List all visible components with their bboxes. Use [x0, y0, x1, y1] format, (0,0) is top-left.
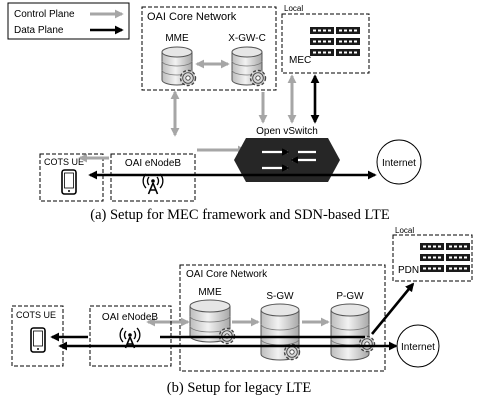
sgw-label: S-GW	[266, 291, 294, 302]
pgw-pdn-data-link	[370, 282, 415, 335]
antenna-icon-a	[142, 173, 164, 195]
enodeb-label-a: OAI eNodeB	[125, 158, 181, 169]
xgw-label: X-GW-C	[228, 33, 266, 44]
internet-node-a	[376, 139, 422, 185]
local-mec-box	[281, 13, 370, 74]
diagram-b: Local PDN OAI Core Network MME S-GW P-GW	[11, 226, 473, 396]
pgw-label: P-GW	[336, 291, 364, 302]
internet-label-a: Internet	[382, 158, 416, 169]
core-network-label-a: OAI Core Network	[147, 11, 237, 23]
pgw-database-icon	[330, 303, 376, 361]
legend-control-plane: Control Plane	[14, 9, 75, 20]
phone-icon-b	[30, 327, 46, 353]
xgw-database-icon	[231, 46, 267, 87]
internet-node-b	[396, 324, 440, 368]
mme-label-a: MME	[165, 33, 189, 44]
core-network-label-b: OAI Core Network	[186, 269, 268, 280]
local-label-a: Local	[284, 4, 303, 13]
mec-server-icon	[310, 27, 360, 56]
mme-label-b: MME	[198, 287, 222, 298]
enodeb-label-b: OAI eNodeB	[102, 312, 158, 323]
caption-a: (a) Setup for MEC framework and SDN-base…	[90, 207, 390, 223]
mec-label: MEC	[289, 55, 311, 66]
local-pdn-box	[392, 234, 473, 282]
legend-box	[7, 2, 130, 40]
legend-data-plane: Data Plane	[14, 25, 64, 36]
internet-label-b: Internet	[401, 342, 435, 353]
pdn-server-icon	[420, 243, 470, 272]
ue-label-a: COTS UE	[44, 157, 84, 167]
pdn-label: PDN	[398, 265, 419, 276]
mme-database-icon	[161, 46, 197, 87]
sgw-database-icon	[260, 303, 301, 361]
core-network-box-a	[141, 6, 277, 91]
phone-icon-a	[61, 169, 77, 195]
diagram-a: Control Plane Data Plane OAI Core Networ…	[7, 2, 422, 223]
ue-label-b: COTS UE	[16, 310, 56, 320]
ovs-label: Open vSwitch	[256, 126, 318, 137]
enodeb-box-a	[110, 153, 196, 202]
caption-b: (b) Setup for legacy LTE	[167, 380, 312, 396]
local-label-b: Local	[395, 226, 414, 235]
